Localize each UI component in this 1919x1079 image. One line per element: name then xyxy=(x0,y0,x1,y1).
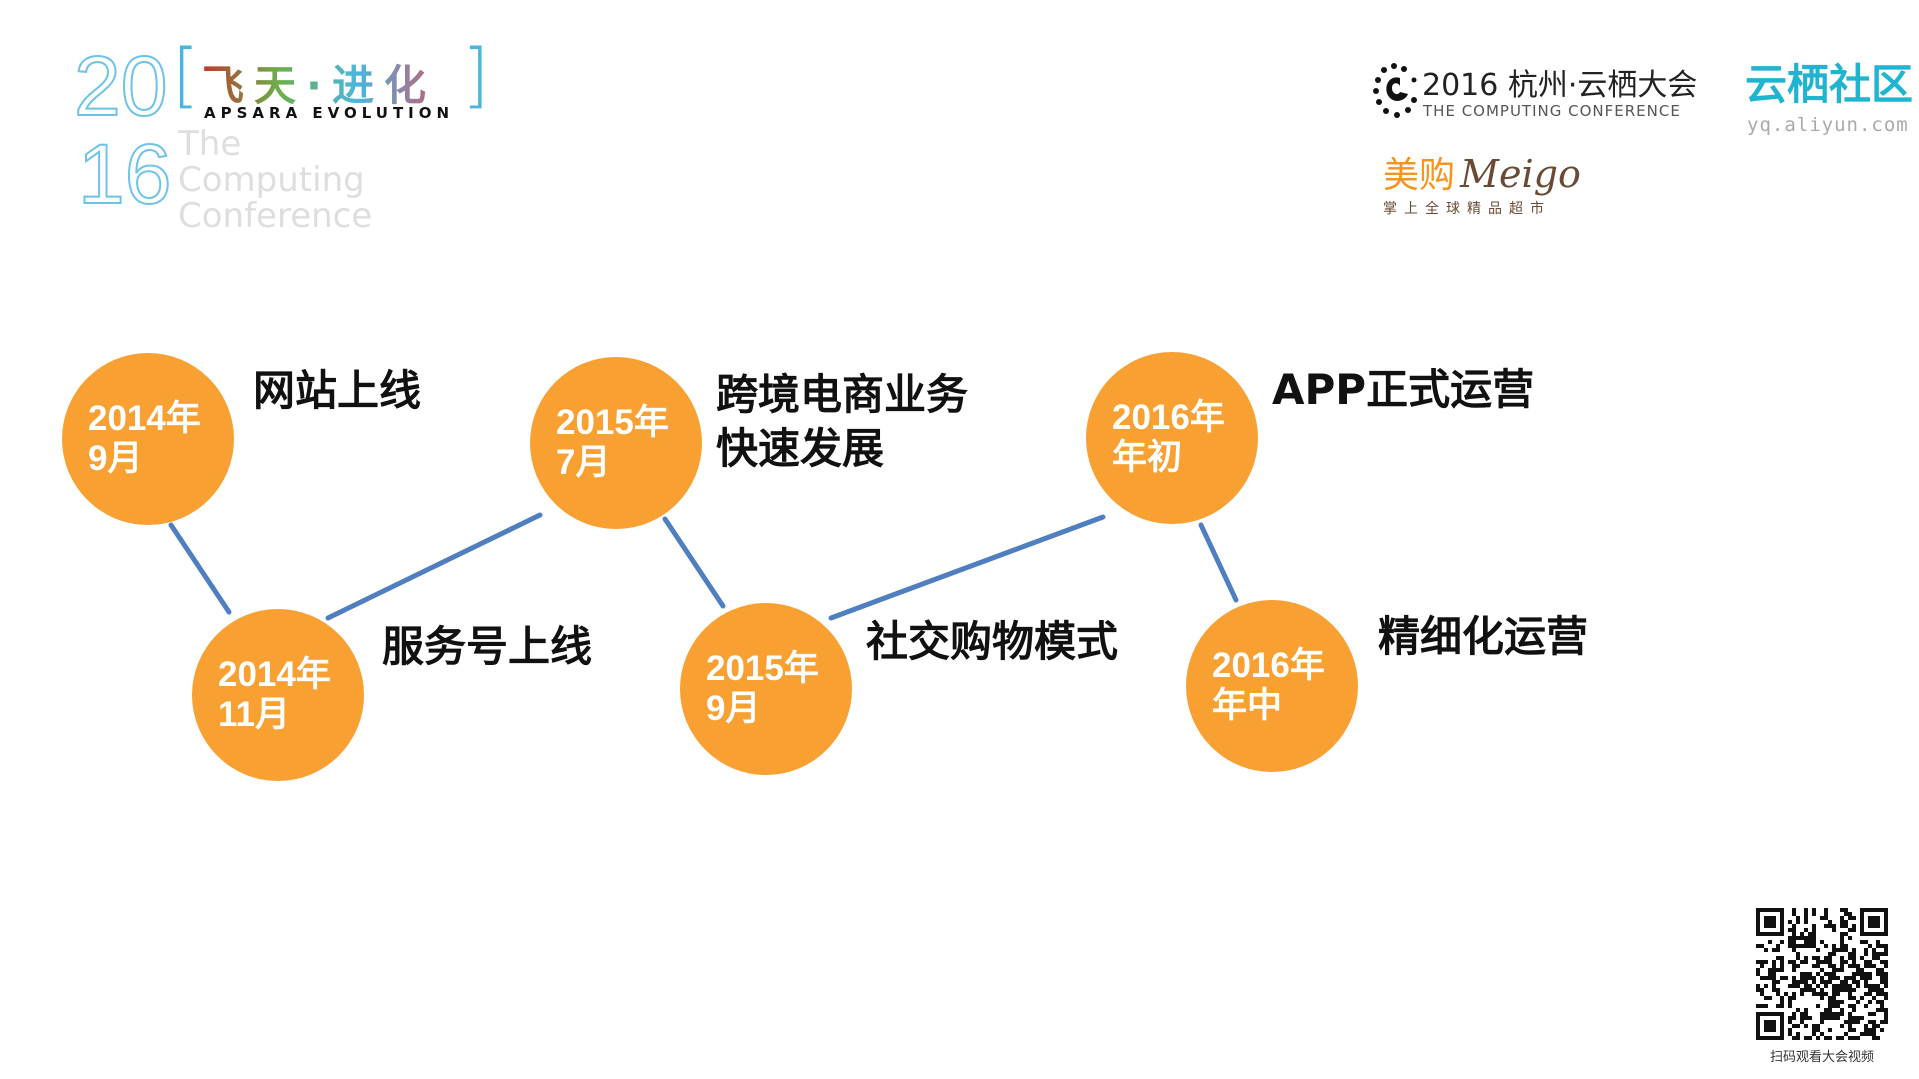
date-line1: 2014年 xyxy=(218,655,331,694)
milestone-label-5: APP正式运营 xyxy=(1272,365,1535,414)
meigo-cn: 美购 xyxy=(1383,155,1456,196)
date-line1: 2015年 xyxy=(706,649,819,688)
year-top: 20 xyxy=(73,39,168,133)
connector-4 xyxy=(828,514,1106,621)
conf-subtitle: THE COMPUTING CONFERENCE xyxy=(1423,102,1681,120)
qr-code-icon[interactable] xyxy=(1756,908,1888,1040)
date-line2: 11月 xyxy=(218,695,290,734)
apsara-logo: The Computing Conference 20 16 [ 飞天·进化 A… xyxy=(73,39,514,244)
date-line1: 2015年 xyxy=(556,403,669,442)
meigo-en: Meigo xyxy=(1460,152,1581,196)
milestone-label-3b: 快速发展 xyxy=(716,424,885,473)
date-line2: 9月 xyxy=(88,439,143,478)
title-cn: 飞天·进化 xyxy=(202,52,436,113)
ghost-text-1: The xyxy=(178,124,242,164)
date-line1: 2016年 xyxy=(1212,646,1325,685)
milestone-circle-5: 2016年 年初 xyxy=(1086,352,1258,524)
milestone-circle-3: 2015年 7月 xyxy=(530,357,702,529)
meigo-slogan: 掌上全球精品超市 xyxy=(1383,201,1551,217)
milestone-circle-4: 2015年 9月 xyxy=(680,603,852,775)
connector-1 xyxy=(168,522,232,615)
date-line2: 年中 xyxy=(1212,686,1283,725)
milestone-circle-1: 2014年 9月 xyxy=(62,353,234,525)
date-line2: 7月 xyxy=(556,443,611,482)
milestone-label-3a: 跨境电商业务 xyxy=(716,370,969,419)
milestone-label-2: 服务号上线 xyxy=(382,622,593,671)
dots-icon xyxy=(1373,63,1417,118)
conf-title: 2016 杭州·云栖大会 xyxy=(1422,68,1698,103)
date-line1: 2014年 xyxy=(88,399,201,438)
milestone-label-6: 精细化运营 xyxy=(1378,612,1589,661)
bracket-left: [ xyxy=(172,34,200,116)
milestone-circle-6: 2016年 年中 xyxy=(1186,600,1358,772)
date-line1: 2016年 xyxy=(1112,398,1225,437)
year-bottom: 16 xyxy=(77,127,172,221)
connector-3 xyxy=(662,516,726,609)
meigo-logo: 美购 Meigo 掌上全球精品超市 xyxy=(1383,146,1581,218)
date-line2: 年初 xyxy=(1112,438,1183,477)
date-line2: 9月 xyxy=(706,689,761,728)
title-en: APSARA EVOLUTION xyxy=(204,104,455,122)
milestone-label-1: 网站上线 xyxy=(253,366,422,415)
ghost-text-3: Conference xyxy=(178,196,373,236)
bracket-right: ] xyxy=(462,34,490,116)
ghost-text-2: Computing xyxy=(178,160,365,200)
milestone-label-4: 社交购物模式 xyxy=(866,617,1119,666)
connector-2 xyxy=(325,512,543,621)
connector-5 xyxy=(1198,522,1239,603)
qr-caption: 扫码观看大会视频 xyxy=(1769,1050,1874,1065)
community-url: yq.aliyun.com xyxy=(1747,114,1909,136)
community-logo: 云栖社区 xyxy=(1745,60,1914,109)
milestone-circle-2: 2014年 11月 xyxy=(192,609,364,781)
